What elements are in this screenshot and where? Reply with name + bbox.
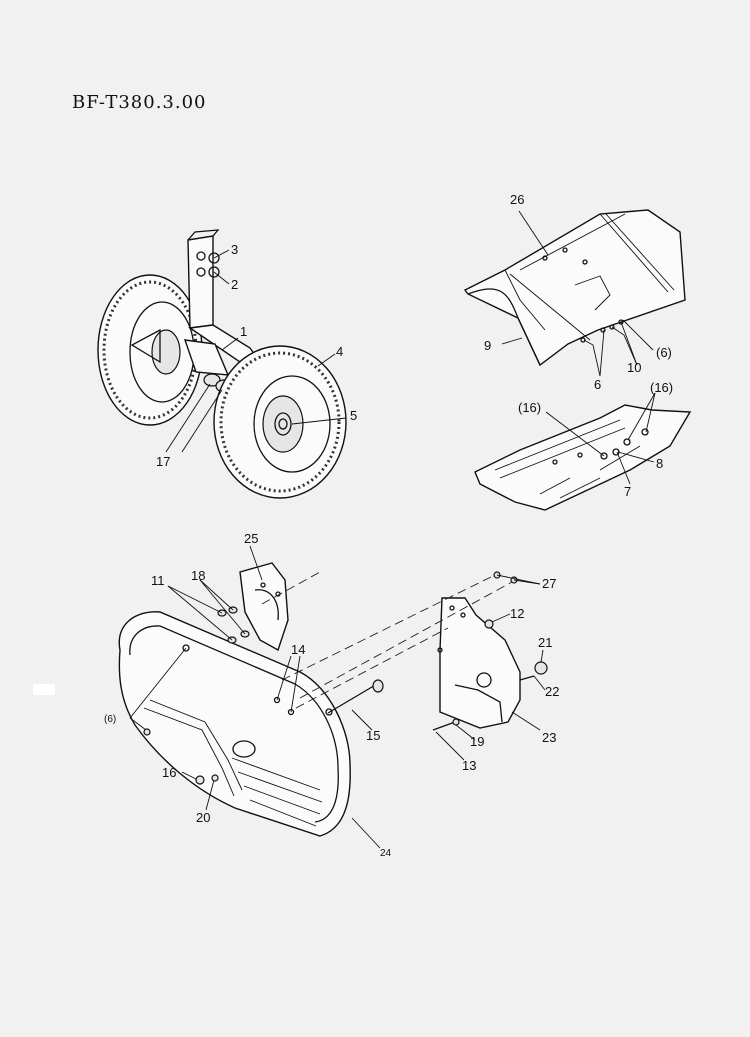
- upper-fender: [463, 209, 686, 367]
- lower-fender: [474, 404, 692, 511]
- callout-6: 6: [594, 377, 601, 392]
- callout-9: 9: [484, 338, 491, 353]
- callout-27: 27: [542, 576, 556, 591]
- leader-lines: [129, 210, 656, 849]
- callout-16-ref-b: (16): [518, 400, 541, 415]
- callout-25: 25: [244, 531, 258, 546]
- callout-12: 12: [510, 606, 524, 621]
- callout-1: 1: [240, 324, 247, 339]
- callout-labels: 3 2 1 4 5 17 26 9 (6) 10 6 (16) (16) 8 7…: [104, 192, 673, 859]
- callout-19: 19: [470, 734, 484, 749]
- callout-23: 23: [542, 730, 556, 745]
- callout-4: 4: [336, 344, 343, 359]
- wheel-bracket: [183, 229, 264, 376]
- rear-wheel: [97, 274, 203, 426]
- callout-6-ref-a: (6): [656, 345, 672, 360]
- callout-2: 2: [231, 277, 238, 292]
- transport-wheel-assembly: [97, 229, 347, 499]
- callout-3: 3: [231, 242, 238, 257]
- callout-14: 14: [291, 642, 305, 657]
- screws-and-washers: [217, 606, 250, 644]
- callout-16-ref-a: (16): [650, 380, 673, 395]
- callout-21: 21: [538, 635, 552, 650]
- belt-guard-cover: [118, 611, 351, 837]
- callout-11: 11: [151, 573, 165, 588]
- callout-5: 5: [350, 408, 357, 423]
- inner-bracket-plate: [239, 562, 289, 652]
- callout-18: 18: [191, 568, 205, 583]
- callout-20: 20: [196, 810, 210, 825]
- callout-10: 10: [627, 360, 641, 375]
- callout-6-ref-b: (6): [104, 714, 116, 725]
- callout-17: 17: [156, 454, 170, 469]
- callout-26: 26: [510, 192, 524, 207]
- drawing-code: BF-T380.3.00: [72, 92, 207, 113]
- callout-22: 22: [545, 684, 559, 699]
- callout-13: 13: [462, 758, 476, 773]
- white-patch: [33, 684, 55, 695]
- callout-15: 15: [366, 728, 380, 743]
- callout-24: 24: [380, 848, 392, 859]
- front-wheel: [213, 345, 347, 499]
- side-mounting-plate: [437, 597, 521, 729]
- callout-7: 7: [624, 484, 631, 499]
- callout-8: 8: [656, 456, 663, 471]
- callout-16: 16: [162, 765, 176, 780]
